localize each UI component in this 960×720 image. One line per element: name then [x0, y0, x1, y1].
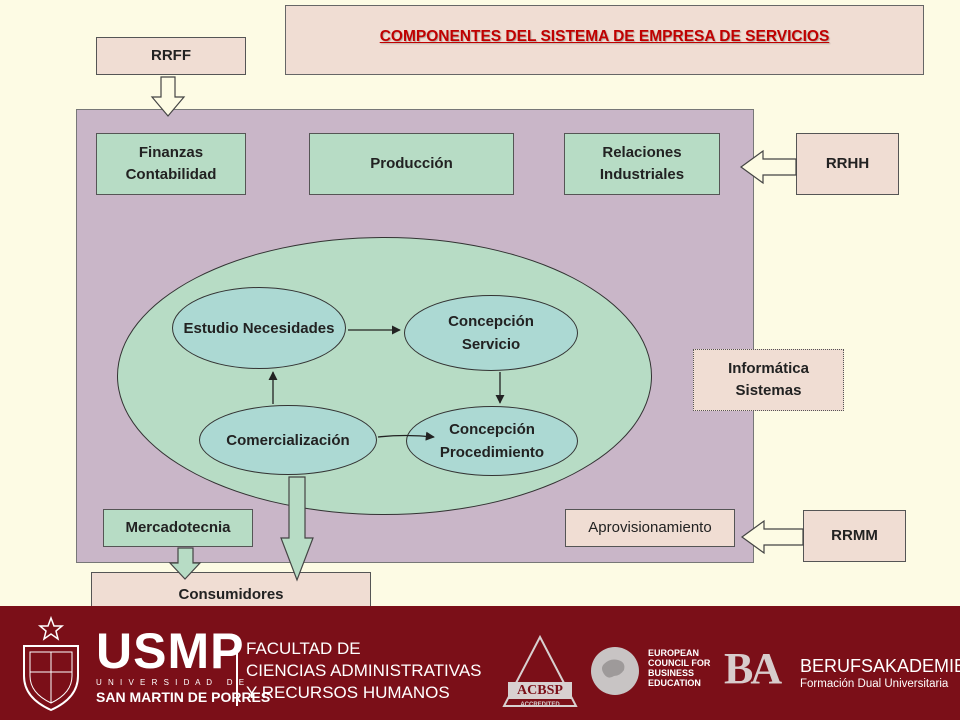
acbsp-label: ACBSP [517, 683, 563, 698]
usmp-crest-icon [23, 616, 79, 712]
produccion-box: Producción [309, 133, 514, 195]
mercadotecnia-box: Mercadotecnia [103, 509, 253, 547]
usmp-univ-small: U N I V E R S I D A D D E [96, 678, 247, 687]
ba-sub: Formación Dual Universitaria [800, 678, 949, 690]
finanzas-label: Finanzas [138, 144, 204, 161]
usmp-brand: USMP [96, 623, 245, 679]
comercializacion-ellipse: Comercialización [199, 405, 377, 475]
servicio-label: Servicio [461, 336, 521, 353]
aprovisionamiento-box: Aprovisionamiento [565, 509, 735, 547]
page-title: COMPONENTES DEL SISTEMA DE EMPRESA DE SE… [285, 5, 924, 75]
service-cycle-ellipse [117, 237, 652, 515]
faculty-line-1: FACULTAD DE [246, 639, 361, 658]
relaciones-label: Relaciones [602, 144, 682, 161]
ecbe-text: EUROPEAN COUNCIL FOR BUSINESS EDUCATION [648, 648, 710, 688]
ecbe-globe-icon [591, 647, 639, 695]
ecbe-line-3: BUSINESS [648, 668, 695, 678]
sistemas-label: Sistemas [735, 382, 802, 399]
concepcion-label: Concepción [448, 313, 534, 330]
footer-divider [236, 636, 238, 706]
footer-banner: USMP U N I V E R S I D A D D E SAN MARTI… [0, 606, 960, 720]
faculty-line-2: CIENCIAS ADMINISTRATIVAS [246, 661, 482, 680]
rrff-box: RRFF [96, 37, 246, 75]
acbsp-logo-icon [502, 634, 578, 707]
industriales-label: Industriales [599, 166, 685, 183]
informatica-label: Informática [728, 360, 809, 377]
estudio-necesidades-ellipse: Estudio Necesidades [172, 287, 346, 369]
concepcion-label-2: Concepción [449, 421, 535, 438]
rrhh-box: RRHH [796, 133, 899, 195]
procedimiento-label: Procedimiento [439, 444, 545, 461]
faculty-name: FACULTAD DE CIENCIAS ADMINISTRATIVAS Y R… [246, 638, 482, 704]
acbsp-sub: ACCREDITED [520, 702, 560, 708]
ecbe-line-4: EDUCATION [648, 678, 701, 688]
usmp-univ-name: SAN MARTIN DE PORRES [96, 689, 271, 705]
contabilidad-label: Contabilidad [125, 166, 217, 183]
ecbe-line-2: COUNCIL FOR [648, 658, 711, 668]
ba-logo: BA [724, 644, 782, 693]
ecbe-line-1: EUROPEAN [648, 648, 700, 658]
ba-name: BERUFSAKADEMIE [800, 656, 960, 676]
rrmm-box: RRMM [803, 510, 906, 562]
faculty-line-3: Y RECURSOS HUMANOS [246, 683, 450, 702]
